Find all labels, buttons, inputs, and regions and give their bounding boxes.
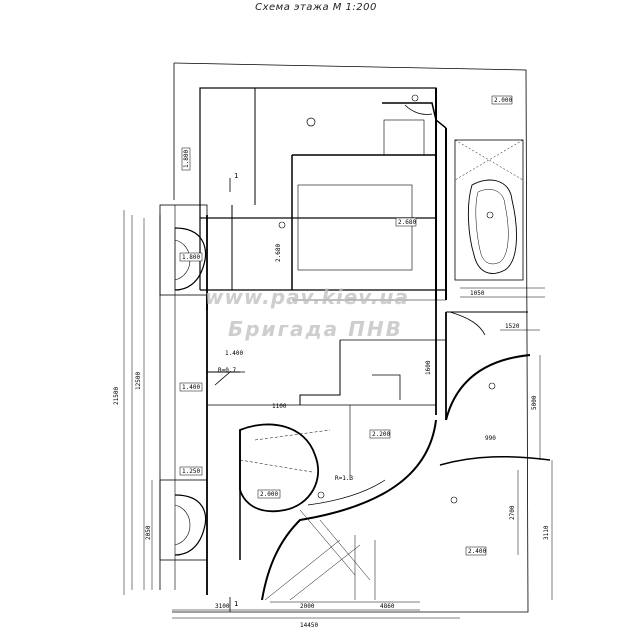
upper-building	[199, 87, 437, 219]
bathroom	[454, 139, 524, 281]
level-label-center-small: 2.200	[372, 431, 390, 438]
level-label-small-room: 2.000	[260, 491, 278, 498]
round-room	[239, 423, 320, 513]
dim-right-2: 3110	[543, 525, 550, 540]
spiral-stair-upper	[174, 227, 207, 291]
site-outline	[172, 62, 529, 613]
radius-label-a: R=0.7	[218, 367, 236, 374]
level-label-lower-right: 2.400	[468, 548, 486, 555]
curved-wall-lower	[261, 419, 437, 601]
dim-bottom-total: 14450	[300, 622, 318, 629]
dim-mid-c: 990	[485, 435, 496, 442]
section-mark-top: 1	[234, 172, 238, 180]
dim-bottom-2: 2000	[300, 603, 315, 610]
dim-mid-d: 1100	[272, 403, 287, 410]
spiral-stair-lower	[174, 494, 207, 556]
dim-left-1: 12500	[135, 372, 142, 390]
dim-right-4: 1520	[505, 323, 520, 330]
dim-mid-a: 1600	[425, 360, 432, 375]
door-label: 1.400	[225, 350, 243, 357]
level-label-mid-left-b: 1.250	[182, 468, 200, 475]
dim-bottom-1: 3100	[215, 603, 230, 610]
watermark-url: www.pav.kiev.ua	[205, 285, 410, 309]
level-label-upper-center: 2.680	[398, 219, 416, 226]
dim-right-1: 5000	[531, 395, 538, 410]
dim-total-height: 21500	[113, 387, 120, 405]
level-label-upper-ceiling: 1.800	[183, 150, 190, 168]
level-label-right-top: 2.000	[494, 97, 512, 104]
watermark-team: Бригада ПНВ	[228, 317, 403, 341]
curved-wall-right	[445, 354, 531, 421]
stair-level-label: 2.680	[275, 244, 282, 262]
dim-mid-b: 1050	[470, 290, 485, 297]
dim-bottom-3: 4860	[380, 603, 395, 610]
dim-left-2: 2050	[145, 525, 152, 540]
dim-right-3: 2700	[509, 505, 516, 520]
level-label-mid-left: 1.400	[182, 384, 200, 391]
radius-label-b: R=1.3	[335, 475, 353, 482]
level-label-mid-center: 1.800	[182, 254, 200, 261]
drawing-title: Схема этажа М 1:200	[255, 2, 377, 13]
section-mark-bottom: 1	[234, 600, 238, 608]
bathtub	[467, 179, 517, 274]
